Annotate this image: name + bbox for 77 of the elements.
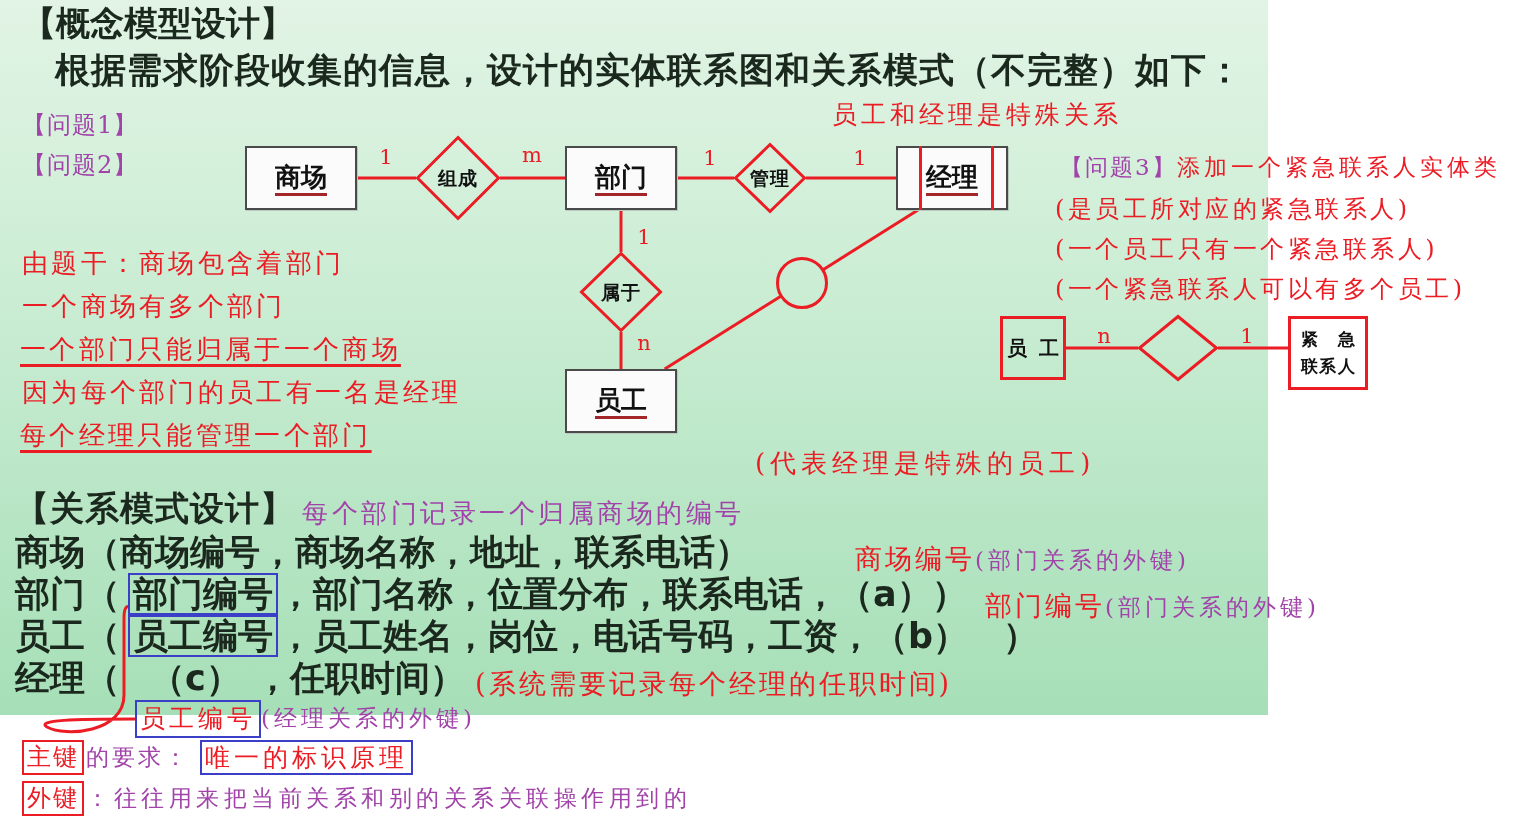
annotation-text: 因为每个部门的员工有一名是经理: [22, 377, 462, 409]
entity-box: [565, 369, 677, 433]
annotation-text: 商场编号: [855, 543, 975, 576]
connector-line: [500, 176, 565, 180]
circle-symbol: [776, 257, 828, 309]
highlighted-text: 员工编号: [133, 617, 273, 655]
entity-box: [1000, 316, 1066, 380]
entity-name: 部门: [595, 162, 647, 194]
subtitle: 根据需求阶段收集的信息，设计的实体联系图和关系模式（不完整）如下：: [55, 49, 1243, 91]
cardinality-label: n: [637, 332, 651, 354]
entity-name: 经理: [926, 162, 978, 194]
title: 【概念模型设计】: [22, 3, 294, 44]
highlighted-text: 外键: [27, 784, 79, 813]
entity-name: 商场: [275, 162, 327, 194]
connector-line: [357, 176, 416, 180]
cardinality-label: 1: [637, 226, 651, 248]
annotation-text: 一个部门只能归属于一个商场: [20, 334, 401, 366]
relationship-diamond: [580, 252, 662, 332]
entity-box: [896, 146, 1008, 210]
schema-text: ，任职时间）: [254, 657, 465, 699]
annotation-text: 员工和经理是特殊关系: [832, 100, 1122, 130]
connector-line: [821, 208, 919, 272]
annotation-text: 每个部门记录一个归属商场的编号: [302, 498, 745, 530]
schema-text: ，部门名称，位置分布，联系电话，（a））: [278, 573, 967, 615]
annotation-text: (一个紧急联系人可以有多个员工): [1055, 275, 1466, 304]
cardinality-label: n: [1097, 325, 1111, 347]
annotation-text: (系统需要记录每个经理的任职时间): [475, 668, 953, 701]
annotation-text: (代表经理是特殊的员工): [755, 448, 1096, 480]
relationship-diamond: [416, 136, 500, 220]
annotation-text: 一个商场有多个部门: [22, 291, 286, 323]
curved-connector: [44, 605, 135, 734]
relationship-name: 属于: [601, 280, 641, 304]
annotation-text: (部门关系的外键): [975, 547, 1190, 575]
annotation-text: 的要求：: [86, 743, 190, 772]
connector-line: [619, 210, 623, 252]
entity-box: [1288, 316, 1368, 390]
entity-box: [565, 146, 677, 210]
highlighted-text: 唯一的标识原理: [205, 742, 408, 773]
entity-name: 员工: [595, 385, 647, 417]
question-tag: 【问题2】: [22, 151, 139, 180]
cardinality-label: m: [522, 144, 542, 166]
cardinality-label: 1: [703, 147, 717, 169]
annotation-text: (经理关系的外键): [261, 705, 476, 733]
entity-box: [245, 146, 357, 210]
relationship-diamond: [734, 143, 806, 213]
connector-line: [1218, 346, 1288, 350]
annotation-text: 由题干：商场包含着部门: [22, 248, 345, 280]
connector-line: [677, 176, 734, 180]
annotation-text: ：往往用来把当前关系和别的关系关联操作用到的: [86, 784, 691, 813]
cardinality-label: 1: [853, 147, 867, 169]
highlighted-text: 主键: [27, 743, 79, 772]
cardinality-label: 1: [1240, 325, 1254, 347]
schema-text: 经理（: [15, 657, 120, 699]
schema-text: 部门（: [15, 573, 120, 615]
annotation-text: 每个经理只能管理一个部门: [20, 420, 372, 452]
schema-text: 商场（商场编号，商场名称，地址，联系电话）: [15, 531, 750, 573]
entity-name: 员 工: [1006, 335, 1060, 362]
connector-line: [619, 332, 623, 369]
entity-name: 紧 急联系人: [1301, 327, 1355, 378]
relationship-diamond: [1138, 315, 1218, 381]
schema-text: （c）: [150, 657, 241, 699]
annotation-text: (是员工所对应的紧急联系人): [1055, 195, 1411, 224]
schema-text: 员工（: [15, 615, 120, 657]
annotation-text: 添加一个紧急联系人实体类: [1176, 154, 1501, 182]
cardinality-label: 1: [379, 146, 393, 168]
highlighted-text: 员工编号: [140, 704, 256, 734]
annotation-text: (部门关系的外键): [1105, 594, 1320, 622]
section-heading: 【关系模式设计】: [15, 488, 295, 529]
connector-line: [663, 294, 782, 371]
relationship-name: 管理: [750, 166, 790, 190]
question-tag: 【问题1】: [22, 111, 139, 140]
relationship-name: 组成: [438, 166, 478, 190]
highlighted-text: 部门编号: [133, 575, 273, 613]
connector-line: [806, 176, 896, 180]
annotation-text: (一个员工只有一个紧急联系人): [1055, 235, 1439, 264]
connector-line: [1066, 346, 1138, 350]
question-tag: 【问题3】: [1060, 154, 1177, 182]
